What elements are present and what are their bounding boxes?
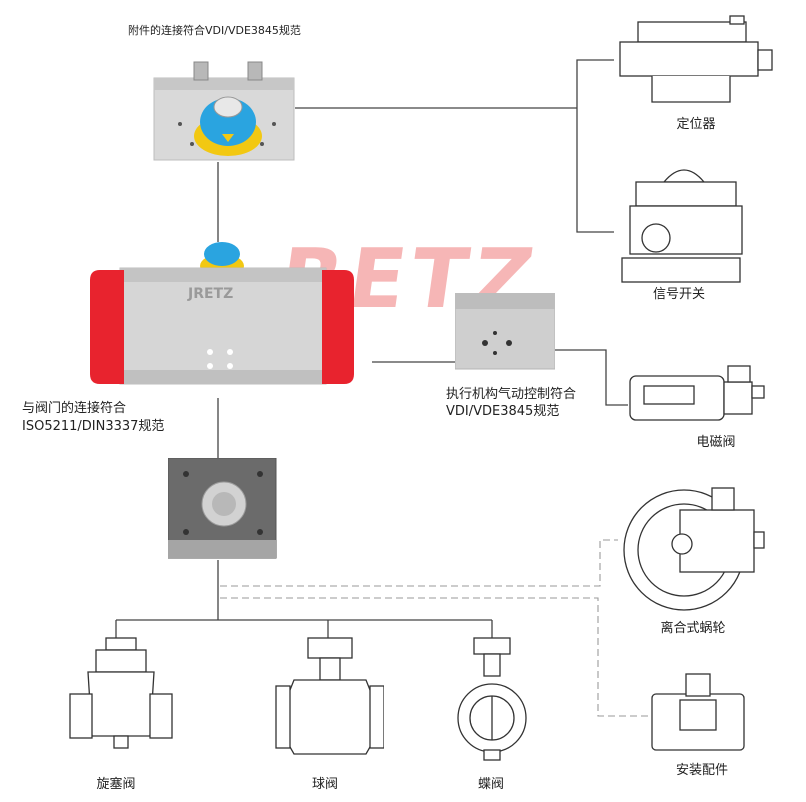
- control-standard-line1: 执行机构气动控制符合: [446, 387, 577, 402]
- valve-connection-line1: 与阀门的连接符合: [22, 401, 127, 416]
- ball-valve-label: 球阀: [311, 777, 338, 792]
- actuator-logo: JRETZ: [188, 286, 234, 302]
- dash-to-mounting-kit: [220, 597, 648, 717]
- limit-switch-label: 信号开关: [652, 287, 705, 302]
- declutch-gearbox-image: [623, 487, 765, 611]
- dash-to-gearbox: [220, 539, 618, 587]
- plug-valve-label: 旋塞阀: [96, 777, 136, 792]
- solenoid-valve-label: 电磁阀: [696, 435, 736, 450]
- positioner-image: [619, 15, 773, 103]
- branch-positioner-switch: [576, 59, 614, 233]
- butterfly-valve-label: 蝶阀: [477, 777, 504, 792]
- valve-connection-line2: ISO5211/DIN3337规范: [22, 419, 165, 434]
- plug-valve-image: [69, 637, 173, 749]
- control-standard-line2: VDI/VDE3845规范: [446, 404, 560, 419]
- mounting-kit-label: 安装配件: [675, 763, 728, 778]
- pneumatic-actuator: [90, 242, 354, 385]
- line-block-to-solenoid: [555, 349, 628, 406]
- solenoid-valve-image: [629, 365, 765, 421]
- valve-adapter-plate: [168, 458, 277, 559]
- accessory-standard-label: 附件的连接符合VDI/VDE3845规范: [128, 24, 301, 37]
- butterfly-valve-image: [457, 637, 527, 761]
- declutch-gearbox-label: 离合式蜗轮: [660, 621, 726, 636]
- namur-accessory-interface: [153, 61, 295, 161]
- control-interface-block: [455, 293, 555, 370]
- positioner-label: 定位器: [676, 117, 716, 132]
- ball-valve-image: [275, 637, 384, 755]
- mounting-kit-image: [651, 673, 745, 751]
- limit-switch-image: [621, 169, 743, 283]
